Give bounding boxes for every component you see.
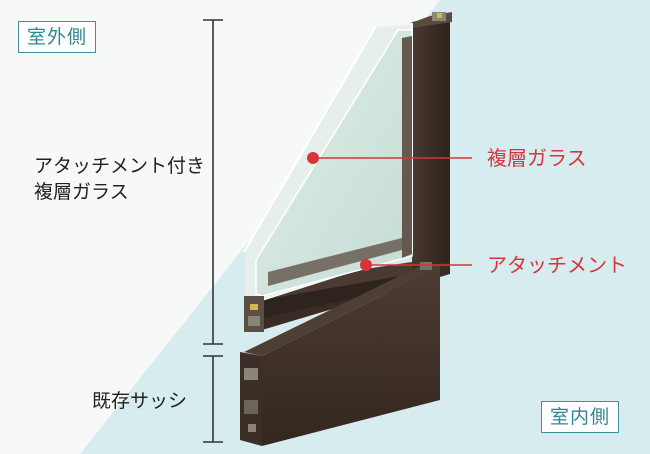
attachment-label: アタッチメント: [487, 253, 627, 277]
callout-double-glass: [307, 152, 472, 164]
attached-glass-label-line2: 複層ガラス: [34, 181, 129, 203]
outdoor-tag: 室外側: [18, 21, 97, 53]
bracket-attached-glass: [203, 19, 223, 345]
attached-glass-label-line1: アタッチメント付き: [34, 155, 206, 177]
bracket-existing-sash: [203, 355, 223, 443]
attached-glass-label: アタッチメント付き 複層ガラス: [34, 153, 205, 205]
double-glass-label: 複層ガラス: [487, 146, 587, 170]
existing-sash-label: 既存サッシ: [92, 390, 188, 412]
callout-attachment: [360, 259, 472, 271]
existing-sash: [240, 262, 440, 446]
indoor-tag: 室内側: [541, 401, 620, 433]
